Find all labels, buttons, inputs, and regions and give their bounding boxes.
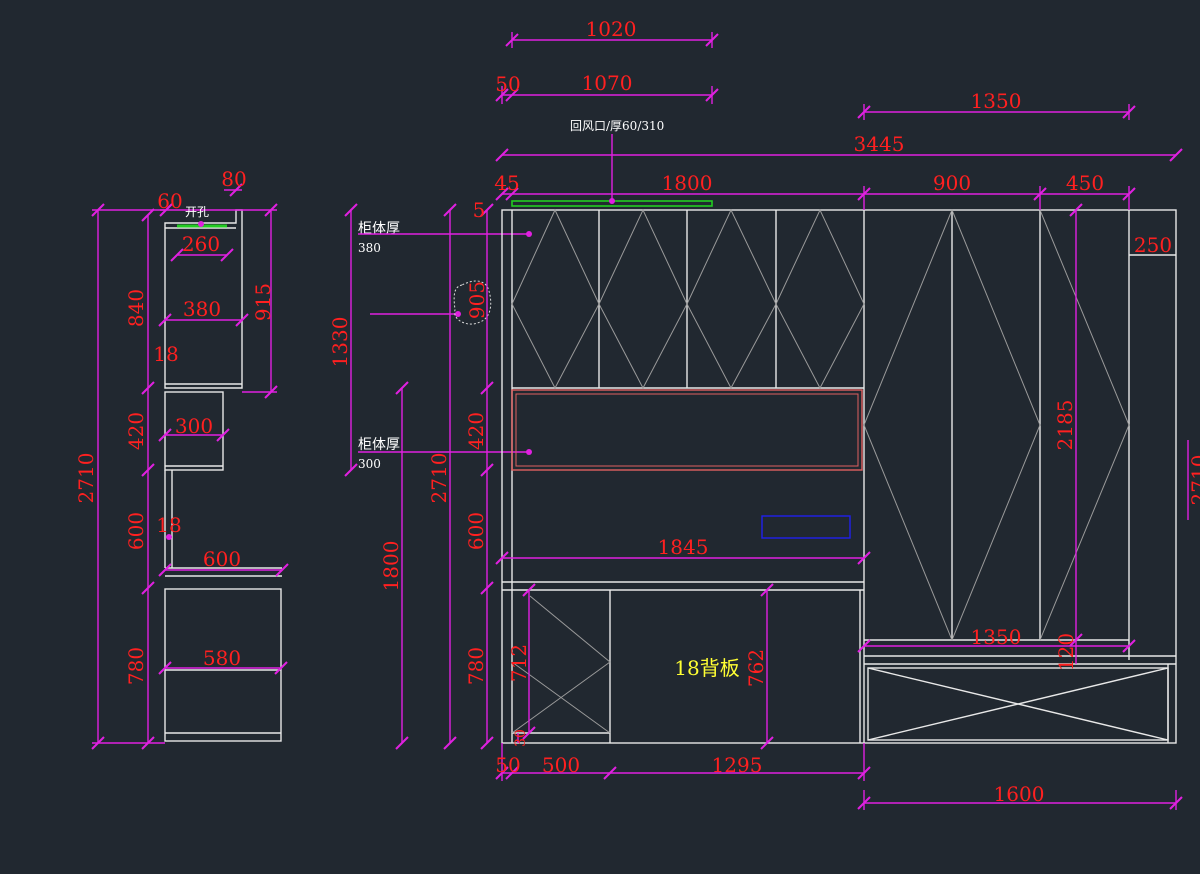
side-middle-cabinet [164,391,224,471]
front-dim-h-120: 120 [1054,633,1078,671]
front-dim-b-1600: 1600 [994,782,1045,806]
side-dim-inner-top: 260 [182,232,220,256]
note-cabinet-thick-upper: 柜体厚 [358,221,400,237]
side-base-cabinet [164,588,282,742]
side-dim-upper-height: 840 [124,289,148,327]
front-dim-top-1350: 1350 [971,89,1022,113]
front-dim-h-30: 30 [513,729,529,747]
note-cabinet-thick-upper-val: 380 [358,241,381,255]
side-dim-middle-depth: 300 [175,414,213,438]
note-vent: 回风口/厚60/310 [570,119,664,133]
front-dim-w-450: 450 [1066,171,1104,195]
front-dim-w-45: 45 [494,171,519,195]
front-tv-niche [761,515,851,539]
front-elevation: 18背板 [501,200,1177,744]
note-cabinet-thick-lower-val: 300 [358,457,381,471]
front-dim-b-500: 500 [542,753,580,777]
side-dim-top-left: 60 [157,189,182,213]
side-dim-upper-depth: 380 [183,297,221,321]
front-dim-h-762: 762 [744,649,768,687]
side-dim-top-right: 80 [221,167,246,191]
front-outer-frame [501,209,1177,744]
front-dim-top-50: 50 [495,72,520,96]
front-dim-h-600: 600 [464,512,488,550]
side-dim-middle-height: 420 [124,412,148,450]
front-dim-h-1800: 1800 [379,541,403,592]
side-dim-counter-depth: 600 [203,547,241,571]
front-dimensions: 1020 50 1070 回风口/厚60/310 1350 3445 45 18… [494,17,1200,810]
front-open-shelf [511,389,863,471]
side-dim-lower-height: 780 [124,647,148,685]
front-dim-w-1350-mid: 1350 [971,625,1022,649]
front-dim-h-712: 712 [507,644,531,682]
front-dim-h-2710: 2710 [427,453,451,504]
front-dim-edge-2710: 2710 [1187,455,1200,506]
front-dim-total-width: 3445 [854,132,905,156]
side-dim-total-height: 2710 [74,453,98,504]
front-dim-b-1295: 1295 [712,753,763,777]
side-label-hole: 开孔 [185,205,209,219]
side-dim-panel-b: 18 [156,513,181,537]
side-dimensions: 2710 840 420 600 780 915 60 80 开孔 260 38 [74,167,289,750]
note-backboard: 18背板 [674,656,739,680]
front-dim-top-1020: 1020 [586,17,637,41]
side-dim-upper-outer: 915 [251,283,275,321]
side-dim-base-depth: 580 [203,646,241,670]
front-dim-b-50: 50 [495,753,520,777]
front-dim-h-2185: 2185 [1053,400,1077,451]
front-dim-w-1800: 1800 [662,171,713,195]
front-dim-top-5: 5 [473,198,486,222]
front-dim-w-900: 900 [933,171,971,195]
front-dim-w-1845: 1845 [658,535,709,559]
front-dim-side-250: 250 [1134,233,1172,257]
side-section-view [164,209,282,742]
front-dim-top-1070: 1070 [582,71,633,95]
note-cabinet-thick-lower: 柜体厚 [358,437,400,453]
side-dim-gap-height: 600 [124,512,148,550]
front-left-dimensions: 1330 柜体厚 380 柜体厚 300 905 1800 2710 5 420… [328,198,532,750]
front-dim-h-1330: 1330 [328,317,352,368]
front-dim-h-420: 420 [464,412,488,450]
front-dim-h-905: 905 [465,281,489,319]
front-dim-h-780: 780 [464,647,488,685]
side-dim-panel-a: 18 [153,342,178,366]
